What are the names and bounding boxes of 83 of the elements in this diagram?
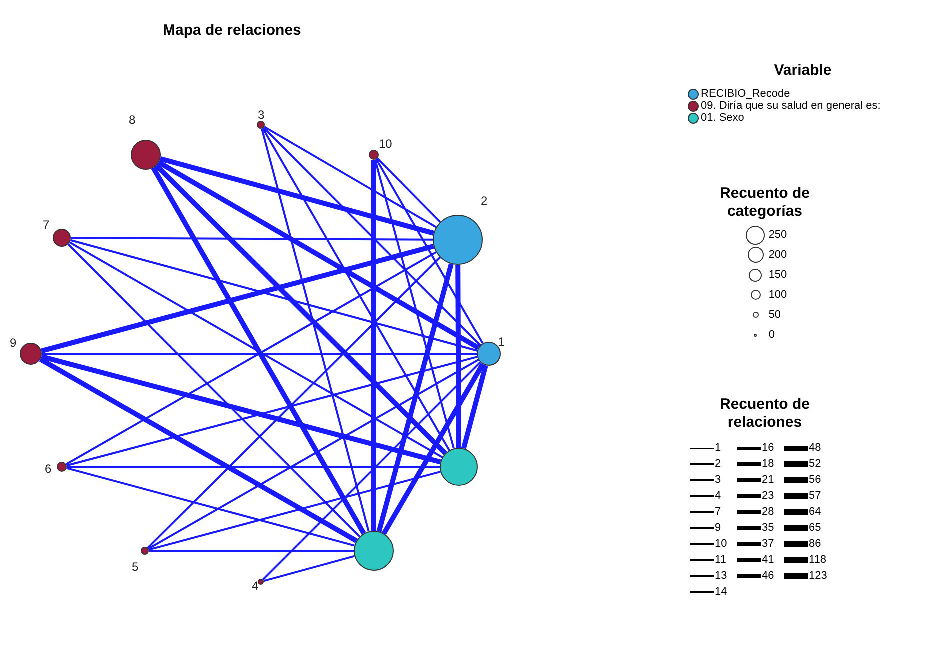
edge-line bbox=[149, 550, 354, 552]
legend-text: 18 bbox=[762, 458, 776, 470]
legend-text: 65 bbox=[809, 522, 822, 534]
edge-line bbox=[262, 128, 450, 452]
legend-heading: Recuento de categorías bbox=[718, 185, 811, 221]
node-label: 1 bbox=[498, 336, 505, 348]
edge-line bbox=[68, 244, 361, 538]
legend-text: 50 bbox=[768, 310, 782, 320]
legend-text: 41 bbox=[762, 554, 776, 566]
legend-text: 100 bbox=[768, 290, 788, 300]
legend-text: 16 bbox=[762, 442, 776, 454]
node-label: 5 bbox=[132, 561, 139, 573]
edge-line bbox=[40, 244, 434, 354]
legend-text: 46 bbox=[762, 570, 776, 582]
edge-line bbox=[263, 127, 482, 346]
node-label: 7 bbox=[43, 219, 50, 231]
edge-line bbox=[148, 470, 441, 551]
edge-line bbox=[147, 256, 441, 549]
legend-text: 4 bbox=[715, 490, 722, 502]
legend-text: 37 bbox=[762, 538, 776, 550]
edge-line bbox=[461, 364, 488, 450]
edge-line bbox=[71, 237, 433, 241]
legend-text: 13 bbox=[715, 570, 728, 582]
edge-line bbox=[261, 128, 370, 532]
legend-text: RECIBIO_Recode bbox=[701, 89, 790, 100]
legend-text: 86 bbox=[809, 538, 822, 550]
legend-text: 35 bbox=[762, 522, 776, 534]
legend-text: 2 bbox=[715, 458, 722, 470]
legend-text: 11 bbox=[715, 554, 728, 566]
legend-text: 7 bbox=[715, 506, 722, 518]
edge-line bbox=[41, 354, 442, 465]
edge-line bbox=[151, 166, 366, 535]
legend-text: 28 bbox=[762, 506, 776, 518]
legend-heading: Variable bbox=[774, 61, 832, 81]
legend-text: 23 bbox=[762, 490, 776, 502]
edge-line bbox=[160, 156, 435, 236]
legend-text: 56 bbox=[809, 474, 822, 486]
legend-text: 21 bbox=[762, 474, 776, 486]
legend-heading: Recuento de relaciones bbox=[718, 396, 811, 432]
legend-text: 52 bbox=[809, 458, 822, 470]
node-label: 9 bbox=[10, 337, 17, 349]
legend-text: 0 bbox=[768, 330, 775, 340]
legend-text: 250 bbox=[768, 230, 788, 240]
legend-text: 9 bbox=[715, 522, 722, 534]
edge-line bbox=[456, 264, 462, 448]
edge-line bbox=[376, 158, 442, 223]
legend-text: 10 bbox=[715, 538, 728, 550]
edge-line bbox=[70, 239, 478, 352]
edge-line bbox=[382, 363, 486, 535]
chart-title: Mapa de relaciones bbox=[163, 21, 302, 41]
legend-text: 1 bbox=[715, 442, 722, 454]
edge-line bbox=[158, 160, 480, 350]
edge-line bbox=[376, 158, 484, 344]
node-label: 4 bbox=[252, 580, 259, 592]
legend-text: 3 bbox=[715, 474, 722, 486]
edge-line bbox=[66, 467, 355, 547]
node-label: 10 bbox=[379, 138, 392, 150]
edge-line bbox=[262, 362, 482, 581]
node-label: 8 bbox=[129, 114, 136, 126]
legend-text: 150 bbox=[768, 270, 788, 280]
legend-text: 123 bbox=[809, 570, 828, 582]
node-label: 2 bbox=[481, 195, 488, 207]
legend-text: 14 bbox=[715, 586, 728, 598]
legend-text: 48 bbox=[809, 442, 822, 454]
edge-line bbox=[42, 353, 477, 355]
edge-line bbox=[67, 466, 440, 468]
legend-text: 64 bbox=[809, 506, 822, 518]
legend-text: 01. Sexo bbox=[701, 113, 744, 124]
legend-text: 200 bbox=[768, 250, 788, 260]
edge-line bbox=[374, 160, 455, 449]
edge-line bbox=[154, 164, 448, 456]
node-label: 3 bbox=[258, 109, 265, 121]
edge-line bbox=[376, 263, 454, 532]
edge-line bbox=[372, 160, 376, 531]
legend-text: 09. Diría que su salud en general es: bbox=[701, 101, 881, 112]
edge-line bbox=[264, 555, 355, 582]
edge-line bbox=[264, 126, 437, 228]
legend-text: 57 bbox=[809, 490, 822, 502]
edge-line bbox=[148, 359, 480, 550]
edge-line bbox=[39, 357, 358, 544]
edge-line bbox=[66, 356, 478, 467]
node-label: 6 bbox=[45, 463, 52, 475]
legend-text: 118 bbox=[809, 554, 828, 566]
